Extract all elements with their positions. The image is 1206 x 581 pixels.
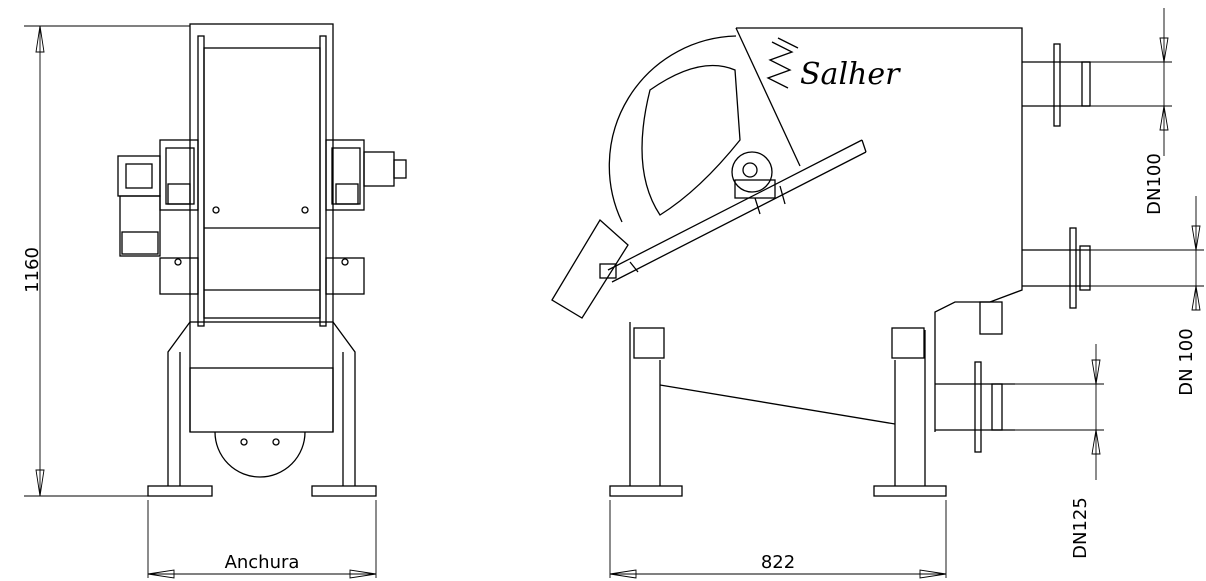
- front-view: 1160: [22, 23, 407, 579]
- port-dim-3: DN125: [1002, 344, 1104, 559]
- port-middle: [1022, 227, 1091, 309]
- port-dim-2: DN 100: [1090, 196, 1204, 396]
- port-bottom: [935, 361, 1015, 453]
- port-label-3: DN125: [1070, 497, 1091, 559]
- port-dim-1: DN100: [1090, 8, 1172, 215]
- port-label-1: DN100: [1144, 153, 1165, 215]
- length-dimension: 822: [609, 500, 947, 579]
- width-dim-label: Anchura: [225, 552, 300, 573]
- brand-logo: Salher: [766, 37, 901, 92]
- height-dim-label: 1160: [22, 247, 43, 293]
- height-dimension: 1160: [22, 25, 190, 497]
- length-dim-label: 822: [761, 552, 795, 573]
- width-dimension: Anchura: [147, 500, 377, 579]
- port-label-2: DN 100: [1176, 328, 1197, 395]
- port-top: [1022, 43, 1091, 127]
- side-view: DN100 DN 100 DN125 822: [551, 8, 1204, 579]
- brand-name: Salher: [800, 57, 901, 92]
